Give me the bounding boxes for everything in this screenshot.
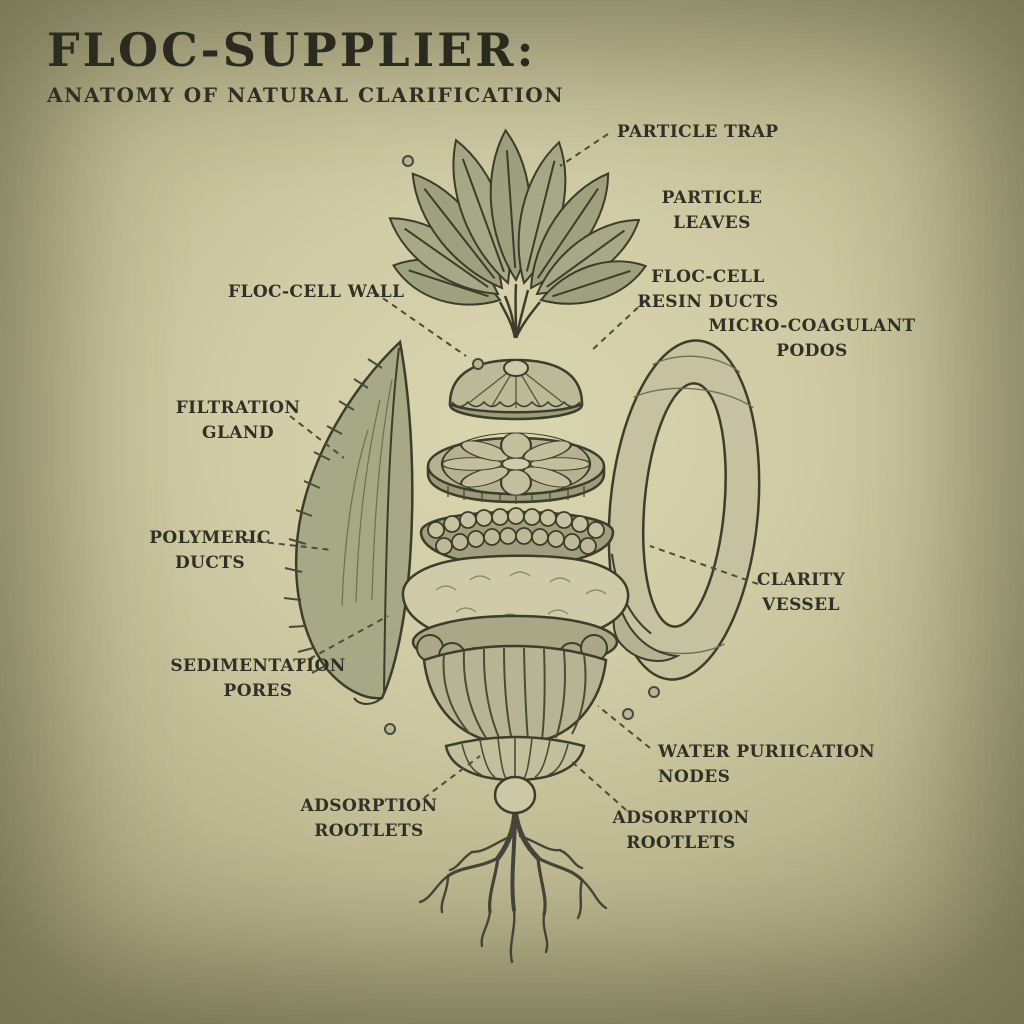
leader-sedimentation-pores xyxy=(299,615,389,665)
resin-duct-disc xyxy=(426,432,606,504)
label-particle-trap: PARTICLE TRAP xyxy=(617,122,779,142)
label-sedimentation-pores: SEDIMENTATION PORES xyxy=(170,656,346,701)
spore-dots xyxy=(384,155,660,735)
label-water-puriication-nodes: WATER PURIICATION NODES xyxy=(658,742,876,787)
particle-leaves-art xyxy=(388,128,648,306)
feather-barbs xyxy=(283,358,383,674)
label-clarity-vessel: CLARITY VESSEL xyxy=(756,570,846,615)
leader-lines xyxy=(245,133,759,811)
clarity-vessel-ring xyxy=(607,339,761,681)
label-adsorption-rootlets-right: ADSORPTION ROOTLETS xyxy=(612,808,750,853)
leader-rootlets-left xyxy=(423,755,481,799)
leader-particle-trap xyxy=(559,133,609,167)
label-polymeric-ducts: POLYMERIC DUCTS xyxy=(149,528,271,573)
floc-cell-wall-cap xyxy=(448,358,584,421)
node-cap xyxy=(444,735,586,782)
leader-clarity-vessel xyxy=(649,545,759,585)
leader-floc-cell-wall xyxy=(373,291,467,357)
header: FLOC-SUPPLIER: ANATOMY OF NATURAL CLARIF… xyxy=(47,23,565,108)
root-system xyxy=(418,807,608,964)
leader-polymeric-ducts xyxy=(245,539,333,551)
page-subtitle: ANATOMY OF NATURAL CLARIFICATION xyxy=(47,83,565,108)
leader-water-nodes xyxy=(597,705,651,749)
page-title: FLOC-SUPPLIER: xyxy=(47,23,537,77)
label-particle-leaves: PARTICLE LEAVES xyxy=(661,188,763,233)
coagulant-bead-layer xyxy=(419,507,615,568)
label-adsorption-rootlets-left: ADSORPTION ROOTLETS xyxy=(300,796,438,841)
filtration-gland-feather xyxy=(283,339,414,705)
label-micro-coagulant-podos: MICRO-COAGULANT PODOS xyxy=(708,316,916,361)
label-floc-cell-wall: FLOC-CELL WALL xyxy=(228,282,405,302)
label-filtration-gland: FILTRATION GLAND xyxy=(175,398,301,443)
leader-resin-ducts xyxy=(589,299,647,353)
purification-pot xyxy=(422,644,608,744)
label-floc-cell-resin-ducts: FLOC-CELL RESIN DUCTS xyxy=(637,267,779,312)
leader-rootlets-right xyxy=(569,759,627,811)
leaf-stems xyxy=(498,283,541,339)
leader-filtration-gland xyxy=(289,415,345,459)
adsorption-bulb xyxy=(493,775,537,815)
